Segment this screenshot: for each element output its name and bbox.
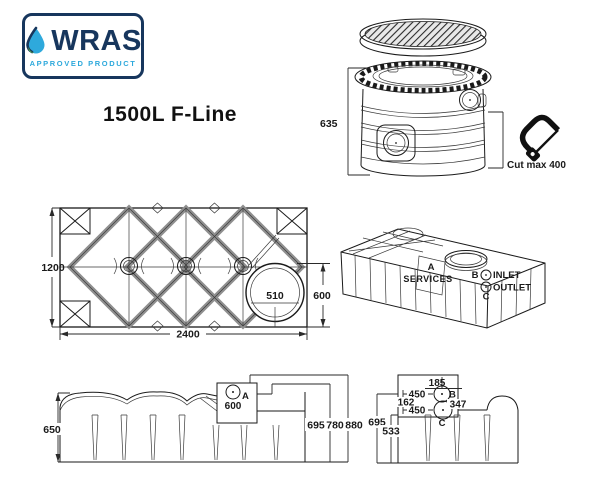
plan-neck-circle: 510 <box>245 262 305 327</box>
end-port-c-circle <box>433 400 453 420</box>
side-elevation: A 600 650 695 780 880 <box>40 374 365 463</box>
dim-162-label: 162 <box>398 398 415 409</box>
dim-2400-label: 2400 <box>176 329 200 341</box>
dim-450-lower-label: 450 <box>409 406 426 417</box>
cut-note-label: Cut max 400 <box>507 160 566 171</box>
dim-347-label: 347 <box>450 400 467 411</box>
iso-view: A SERVICES B INLET OUTLET C <box>340 227 546 329</box>
outlet-letter: C <box>483 292 490 303</box>
side-port-a-letter: A <box>242 391 249 402</box>
dim-880-label: 880 <box>345 420 363 432</box>
end-port-c-letter: C <box>439 418 446 429</box>
wras-logo: WRAS APPROVED PRODUCT <box>22 13 144 79</box>
outlet-label: OUTLET <box>493 283 531 294</box>
wras-subtitle-text: APPROVED PRODUCT <box>29 58 137 68</box>
plan-centre-circle-2 <box>170 257 202 275</box>
side-neck-dim: 600 <box>225 401 242 412</box>
end-tank-outline <box>377 374 519 464</box>
service-label: SERVICES <box>403 274 452 284</box>
wras-brand-text: WRAS <box>51 24 142 57</box>
inlet-port-circle <box>480 269 492 281</box>
outlet-port-circle <box>480 281 492 293</box>
neck-port-upper <box>459 89 487 111</box>
dim-695-label: 695 <box>307 420 325 432</box>
iso-tank-outline <box>340 227 546 329</box>
tank-lid <box>359 18 487 57</box>
neck-exploded-view: 635 Cut max 400 <box>320 18 566 177</box>
dim-450-upper-label: 450 <box>409 390 426 401</box>
dim-510-label: 510 <box>266 290 284 302</box>
dim-600-label: 600 <box>313 290 331 302</box>
plan-lattice <box>60 202 307 332</box>
product-title: 1500L F-Line <box>103 103 237 126</box>
dim-780-label: 780 <box>326 420 344 432</box>
neck-ring <box>354 60 492 94</box>
dim-1200-label: 1200 <box>41 262 65 274</box>
dim-185-label: 185 <box>429 378 446 389</box>
dim-side-overall-heights: 695 780 880 <box>305 418 365 432</box>
iso-labels: A SERVICES B INLET OUTLET C <box>403 262 531 303</box>
cut-range-bracket <box>488 111 504 169</box>
inlet-label: INLET <box>493 270 521 281</box>
side-port-a-circle <box>225 384 241 400</box>
dim-plan-neck: 600 <box>297 263 331 328</box>
side-riser-box: A 600 <box>216 382 258 424</box>
neck-body <box>360 88 487 177</box>
service-letter: A <box>428 262 435 273</box>
dim-650-label: 650 <box>43 424 61 436</box>
plan-centre-circle-3 <box>227 257 259 275</box>
plan-view: 510 1200 2400 600 <box>41 202 331 341</box>
dim-635-label: 635 <box>320 118 338 130</box>
side-tank-outline <box>58 374 349 463</box>
hacksaw-icon <box>519 114 561 162</box>
dim-neck-height: 635 <box>320 67 370 176</box>
end-port-b-letter: B <box>449 390 456 401</box>
end-dimensions: 185 450 162 450 347 695 533 <box>367 377 469 463</box>
neck-port-lower <box>376 124 416 162</box>
water-drop-icon <box>26 26 45 54</box>
plan-centre-circle-1 <box>113 257 145 275</box>
dim-plan-width: 1200 <box>41 207 65 328</box>
dim-plan-length: 2400 <box>59 327 308 341</box>
end-elevation: B C 185 450 162 450 347 695 533 <box>367 374 519 464</box>
inlet-letter: B <box>472 270 479 281</box>
dim-side-height: 650 <box>40 392 70 462</box>
dim-533-label: 533 <box>382 426 400 438</box>
